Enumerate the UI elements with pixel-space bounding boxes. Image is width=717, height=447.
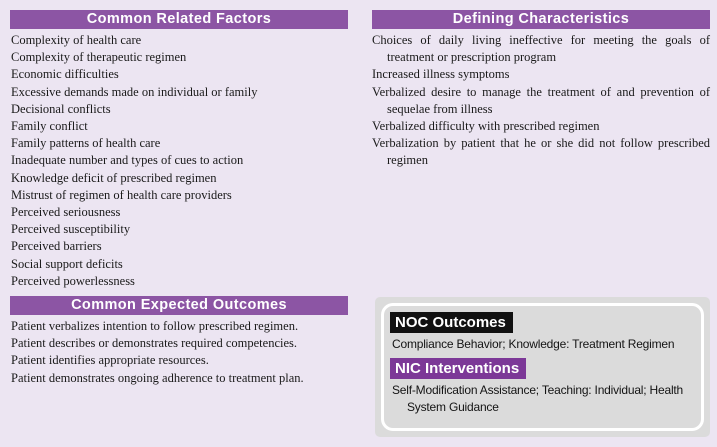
right-column: Defining Characteristics Choices of dail… [372, 10, 710, 437]
defining-characteristic-item: Increased illness symptoms [372, 67, 510, 82]
related-factor-item: Economic difficulties [11, 67, 119, 82]
related-factor-item: Family conflict [11, 119, 88, 134]
expected-outcome-item: Patient identifies appropriate resources… [11, 353, 209, 368]
noc-outcomes-text: Compliance Behavior; Knowledge: Treatmen… [392, 337, 675, 351]
expected-outcome-item: Patient verbalizes intention to follow p… [11, 319, 299, 334]
left-column: Common Related Factors Complexity of hea… [10, 10, 348, 387]
related-factor-item: Decisional conflicts [11, 101, 111, 116]
nic-interventions-label: NIC Interventions [390, 358, 527, 379]
related-factor-item: Social support deficits [11, 256, 123, 271]
related-factor-item: Knowledge deficit of prescribed regimen [11, 170, 217, 185]
related-factor-item: Perceived seriousness [11, 205, 121, 220]
expected-outcomes-title: Common Expected Outcomes [71, 297, 287, 314]
defining-characteristic-item: Choices of daily living ineffective for … [372, 33, 710, 65]
related-factor-item: Perceived barriers [11, 239, 102, 254]
noc-outcomes-label: NOC Outcomes [390, 312, 513, 333]
columns-wrapper: Common Related Factors Complexity of hea… [10, 10, 710, 437]
related-factors-title: Common Related Factors [86, 11, 272, 27]
noc-nic-box-inner: NOC Outcomes Compliance Behavior; Knowle… [381, 303, 704, 431]
defining-characteristic-item: Verbalized difficulty with prescribed re… [372, 119, 600, 134]
related-factor-item: Inadequate number and types of cues to a… [11, 153, 244, 168]
related-factor-item: Excessive demands made on individual or … [11, 84, 258, 99]
defining-characteristics-header: Defining Characteristics [372, 10, 710, 29]
defining-characteristic-item: Verbalized desire to manage the treatmen… [372, 84, 710, 116]
related-factor-item: Mistrust of regimen of health care provi… [11, 187, 232, 202]
related-factor-item: Complexity of therapeutic regimen [11, 50, 187, 65]
expected-outcome-item: Patient describes or demonstrates requir… [11, 336, 298, 351]
expected-outcome-item: Patient demonstrates ongoing adherence t… [11, 370, 304, 385]
related-factor-item: Complexity of health care [11, 33, 142, 47]
expected-outcomes-list: Patient verbalizes intention to follow p… [10, 318, 348, 387]
related-factor-item: Family patterns of health care [11, 136, 161, 151]
defining-characteristics-title: Defining Characteristics [452, 11, 630, 27]
nic-interventions-text: Self-Modification Assistance; Teaching: … [392, 383, 684, 414]
noc-nic-box: NOC Outcomes Compliance Behavior; Knowle… [375, 297, 710, 437]
related-factor-item: Perceived powerlessness [11, 273, 135, 288]
related-factors-header: Common Related Factors [10, 10, 348, 29]
related-factor-item: Perceived susceptibility [11, 222, 131, 237]
defining-characteristic-item: Verbalization by patient that he or she … [372, 136, 710, 168]
defining-characteristics-list: Choices of daily living ineffective for … [372, 32, 710, 170]
expected-outcomes-header: Common Expected Outcomes [10, 296, 348, 316]
